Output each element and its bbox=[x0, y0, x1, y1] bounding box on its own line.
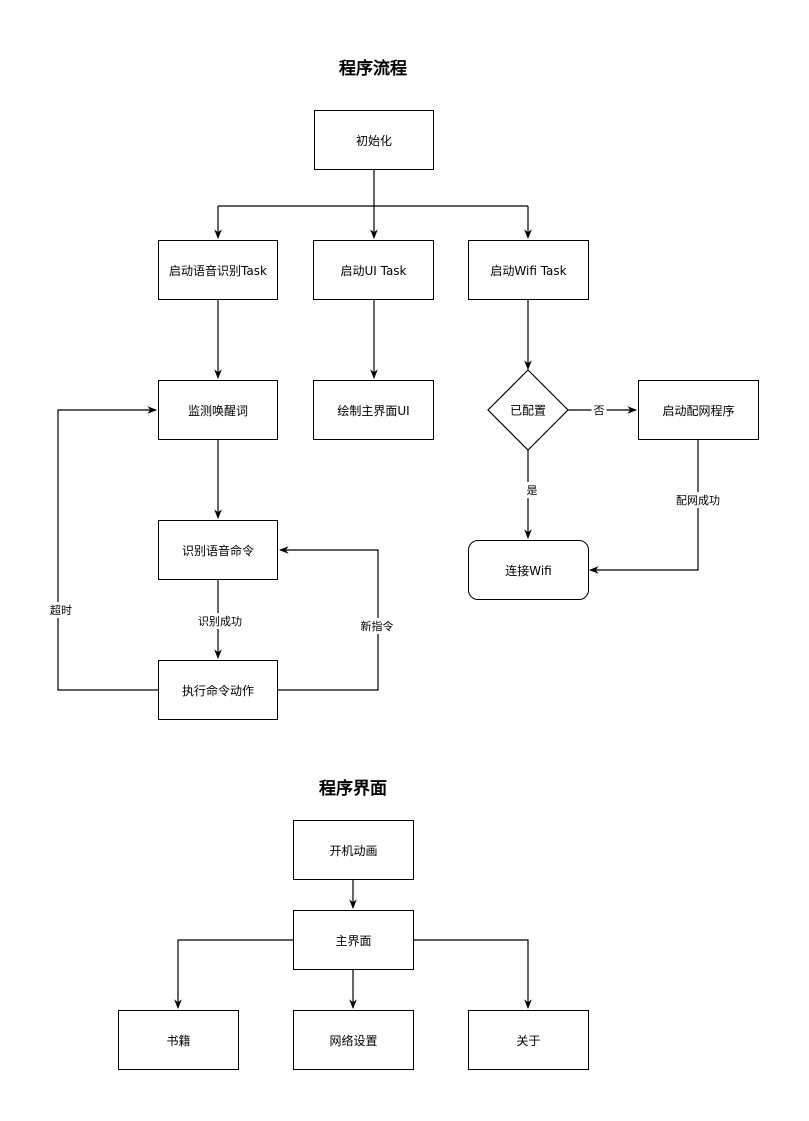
edge-label-new-cmd: 新指令 bbox=[358, 618, 396, 634]
flow-title: 程序流程 bbox=[339, 59, 407, 79]
node-ui-task: 启动UI Task bbox=[313, 240, 434, 300]
node-recognize: 识别语音命令 bbox=[158, 520, 278, 580]
edge-timeout-loop bbox=[57, 406, 158, 691]
node-about: 关于 bbox=[468, 1010, 589, 1070]
edge-label-no: 否 bbox=[591, 402, 607, 418]
edge-label-yes: 是 bbox=[524, 482, 540, 498]
edge-main-to-books bbox=[174, 939, 293, 1009]
edge-config-success bbox=[589, 440, 699, 574]
node-books: 书籍 bbox=[118, 1010, 239, 1070]
node-wake-word: 监测唤醒词 bbox=[158, 380, 278, 440]
edge-label-config-ok: 配网成功 bbox=[674, 492, 722, 508]
node-boot-anim: 开机动画 bbox=[293, 820, 414, 880]
edge-label-recognized: 识别成功 bbox=[196, 613, 244, 629]
node-execute: 执行命令动作 bbox=[158, 660, 278, 720]
node-init: 初始化 bbox=[314, 110, 434, 170]
edge-main-to-about bbox=[413, 939, 532, 1009]
node-wifi-task: 启动Wifi Task bbox=[468, 240, 589, 300]
node-start-config: 启动配网程序 bbox=[638, 380, 759, 440]
edge-label-timeout: 超时 bbox=[48, 602, 74, 618]
node-connect-wifi: 连接Wifi bbox=[468, 540, 589, 600]
ui-title: 程序界面 bbox=[319, 779, 387, 799]
node-network: 网络设置 bbox=[293, 1010, 414, 1070]
node-voice-task: 启动语音识别Task bbox=[158, 240, 278, 300]
node-configured-label: 已配置 bbox=[509, 403, 547, 418]
node-draw-ui: 绘制主界面UI bbox=[313, 380, 434, 440]
node-main: 主界面 bbox=[293, 910, 414, 970]
